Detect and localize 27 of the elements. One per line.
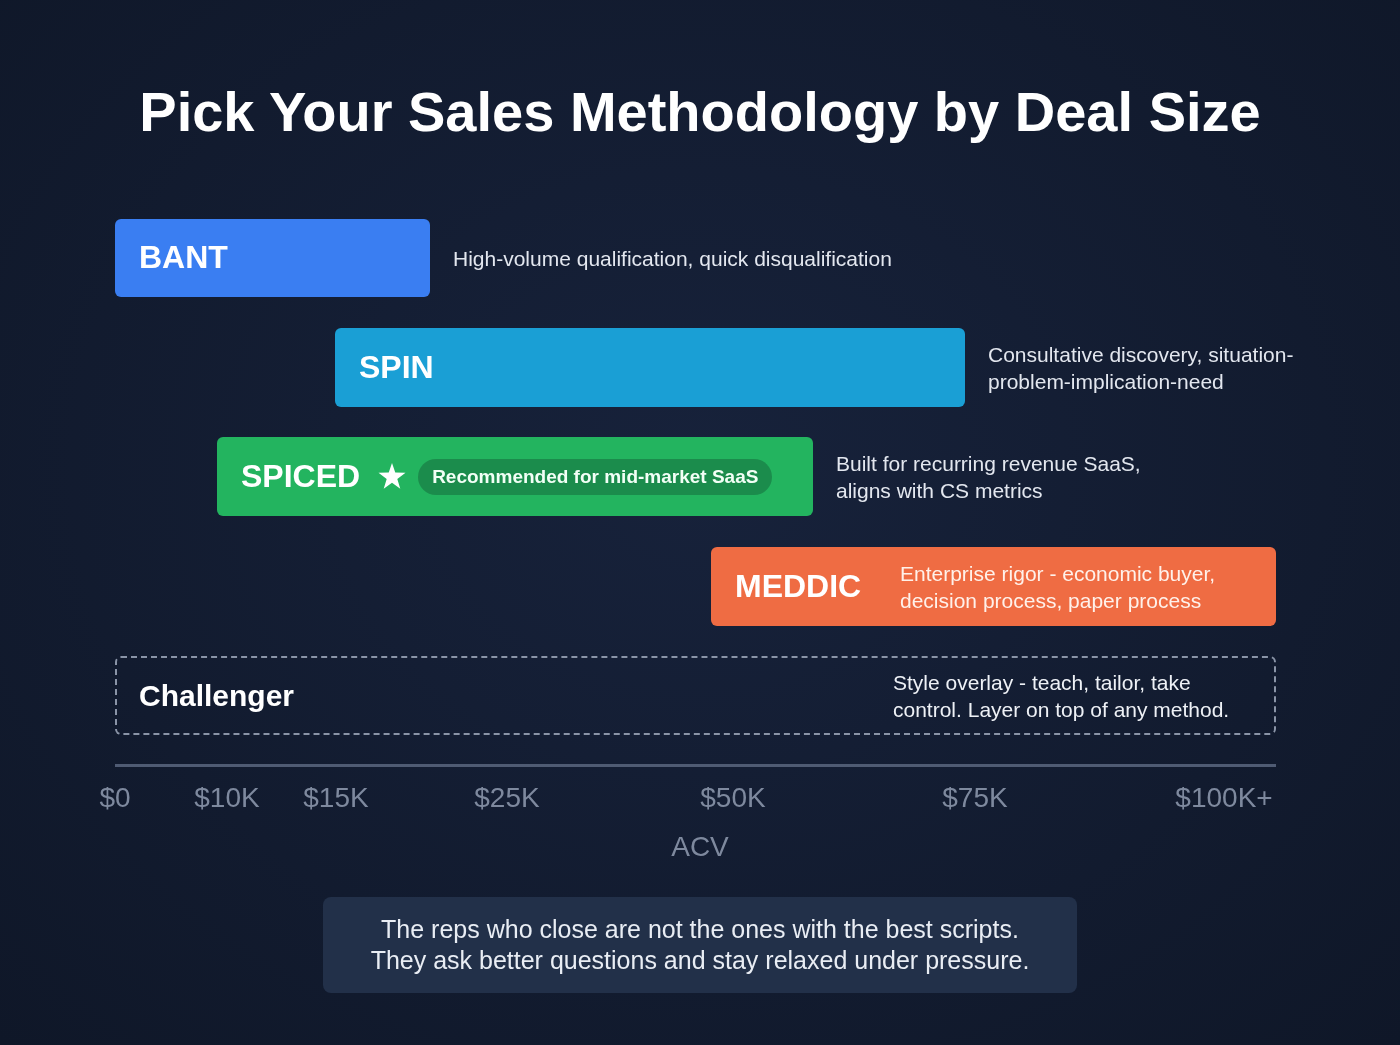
axis-tick-label: $0 (99, 782, 131, 814)
axis-title: ACV (671, 831, 729, 863)
description-text: Built for recurring revenue SaaS, aligns with CS metrics (836, 450, 1142, 504)
overlay-range-frame (115, 656, 1276, 735)
methodology-bar (115, 219, 430, 297)
axis-tick-label: $15K (303, 782, 369, 814)
axis-tick-label: $100K+ (1175, 782, 1273, 814)
methodology-name: MEDDIC (735, 568, 862, 605)
description-text: High-volume qualification, quick disqualification (453, 245, 892, 272)
methodology-bar (335, 328, 965, 407)
axis-tick-label: $50K (700, 782, 766, 814)
quote-text: The reps who close are not the ones with the best scripts. They ask better questions and stay relaxed under pressure. (369, 914, 1031, 976)
quote-panel (323, 897, 1077, 993)
recommendation-tag: Recommended for mid-market SaaS (418, 458, 773, 495)
methodology-name: SPICED (241, 458, 361, 495)
methodology-description: Enterprise rigor - economic buyer, decision process, paper process (900, 560, 1217, 614)
methodology-name: Challenger (139, 679, 295, 712)
methodology-bar (217, 437, 813, 516)
methodology-name: SPIN (359, 349, 434, 386)
axis-tick-label: $10K (194, 782, 260, 814)
methodology-description: Style overlay - teach, tailor, take control. Layer on top of any method. (893, 669, 1231, 723)
methodology-name: BANT (139, 240, 228, 276)
chart-title: Pick Your Sales Methodology by Deal Size (139, 80, 1261, 144)
axis-tick-label: $75K (942, 782, 1008, 814)
axis-tick-label: $25K (474, 782, 540, 814)
methodology-bar (711, 547, 1276, 626)
description-text: Consultative discovery, situation-problem-implication-need (988, 341, 1295, 395)
